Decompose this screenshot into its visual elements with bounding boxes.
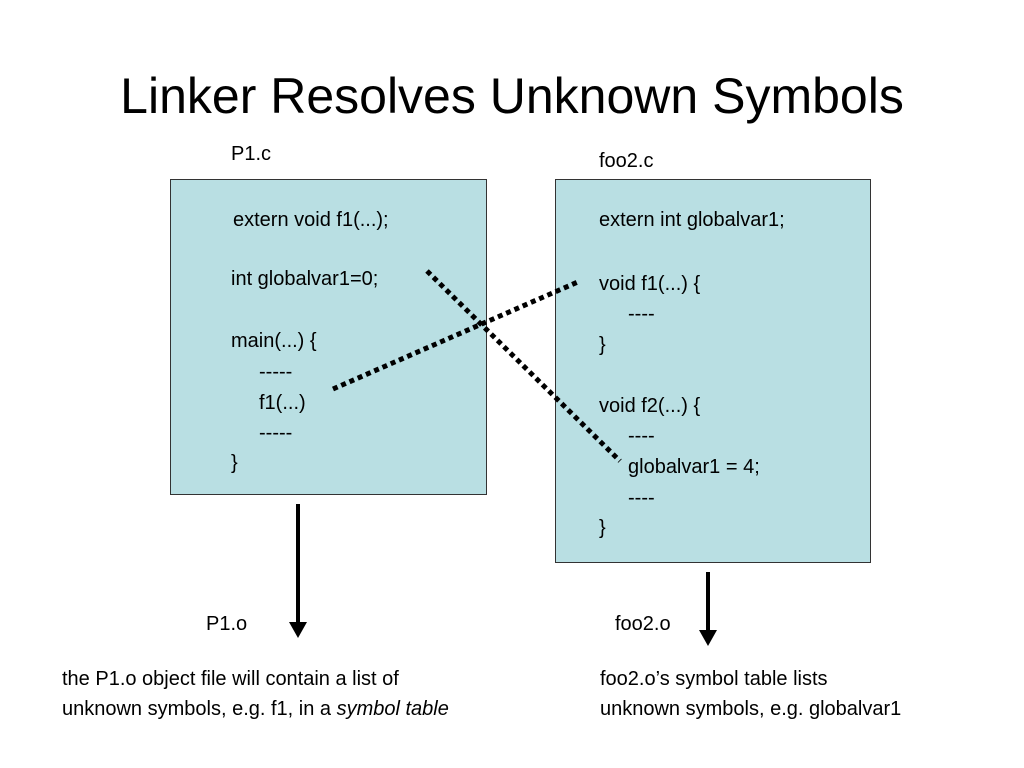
foo2c-code-dashes-2: ----	[628, 425, 655, 447]
p1c-code-dashes-1: -----	[259, 361, 293, 383]
slide-title: Linker Resolves Unknown Symbols	[120, 68, 904, 124]
foo2c-code-f1-def: void f1(...) {	[599, 273, 701, 295]
p1c-file-label: P1.c	[231, 143, 272, 165]
foo2c-code-extern: extern int globalvar1;	[599, 209, 785, 231]
foo2c-file-label: foo2.c	[599, 150, 654, 172]
p1o-note-line1: the P1.o object file will contain a list…	[62, 668, 399, 690]
p1o-arrow-head	[289, 622, 307, 638]
foo2o-note-line1: foo2.o’s symbol table lists	[600, 668, 828, 690]
foo2c-code-dashes-3: ----	[628, 487, 655, 509]
foo2c-source-box	[555, 179, 871, 563]
foo2o-note: foo2.o’s symbol table lists unknown symb…	[600, 664, 901, 724]
p1o-output-label: P1.o	[206, 613, 248, 635]
foo2o-note-line2: unknown symbols, e.g. globalvar1	[600, 698, 902, 720]
symbol-table-term: symbol table	[336, 698, 449, 720]
p1c-source-box	[170, 179, 487, 495]
p1c-code-globalvar: int globalvar1=0;	[231, 268, 379, 290]
foo2c-code-dashes-1: ----	[628, 303, 655, 325]
globalvar1-resolution-line	[425, 269, 622, 463]
p1c-code-dashes-2: -----	[259, 422, 293, 444]
p1c-code-extern: extern void f1(...);	[233, 209, 389, 231]
p1o-note-line2: unknown symbols, e.g. f1, in a symbol ta…	[62, 694, 449, 724]
foo2c-code-close-brace-1: }	[599, 334, 606, 356]
foo2o-arrow-head	[699, 630, 717, 646]
foo2o-output-label: foo2.o	[615, 613, 671, 635]
foo2c-code-globalvar-assign: globalvar1 = 4;	[628, 456, 760, 478]
foo2o-arrow-shaft	[706, 572, 710, 632]
p1o-note-line2-text: unknown symbols, e.g. f1, in a	[62, 698, 337, 720]
p1o-arrow-shaft	[296, 504, 300, 624]
p1c-code-close-brace: }	[231, 452, 238, 474]
foo2c-code-close-brace-2: }	[599, 517, 606, 539]
p1c-code-f1-call: f1(...)	[259, 392, 306, 414]
foo2c-code-f2-def: void f2(...) {	[599, 395, 701, 417]
p1o-note: the P1.o object file will contain a list…	[62, 664, 449, 724]
p1c-code-main: main(...) {	[231, 330, 317, 352]
